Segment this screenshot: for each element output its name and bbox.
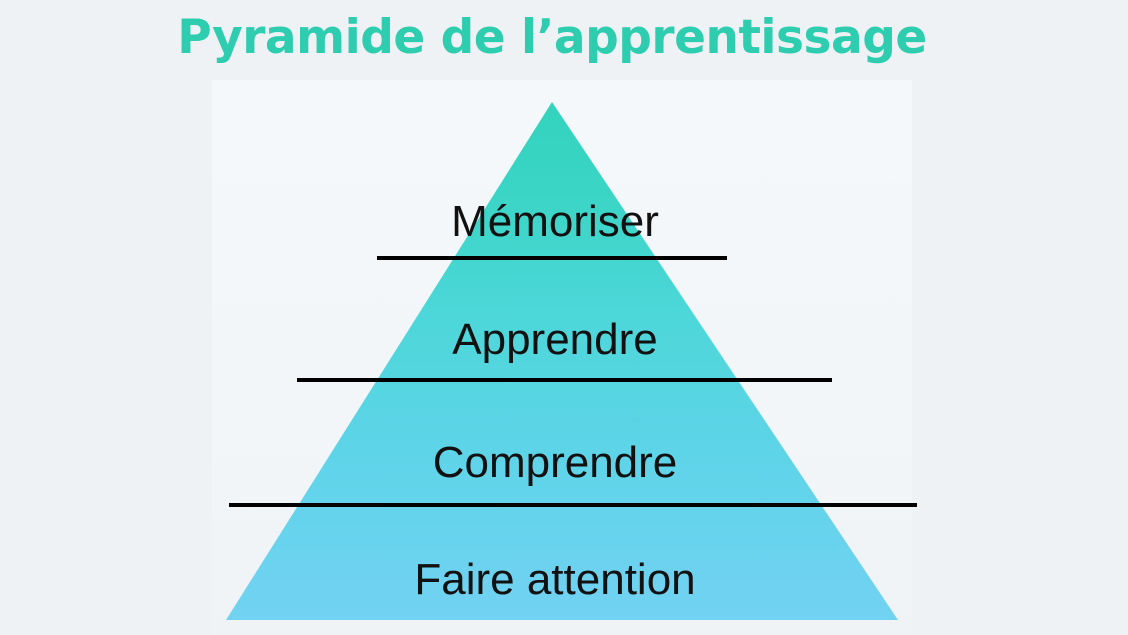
pyramid-tier-label-faire-attention: Faire attention [414,555,696,604]
tier-divider-1 [377,256,727,260]
page-title: Pyramide de l’apprentissage [177,10,927,65]
pyramid-tier-label-apprendre: Apprendre [452,315,658,364]
pyramid-tier-label-comprendre: Comprendre [432,438,678,487]
pyramid-tier-label-memoriser: Mémoriser [451,197,659,246]
tier-divider-2 [297,378,832,382]
tier-divider-3 [229,503,917,507]
pyramid-triangle [226,102,898,620]
